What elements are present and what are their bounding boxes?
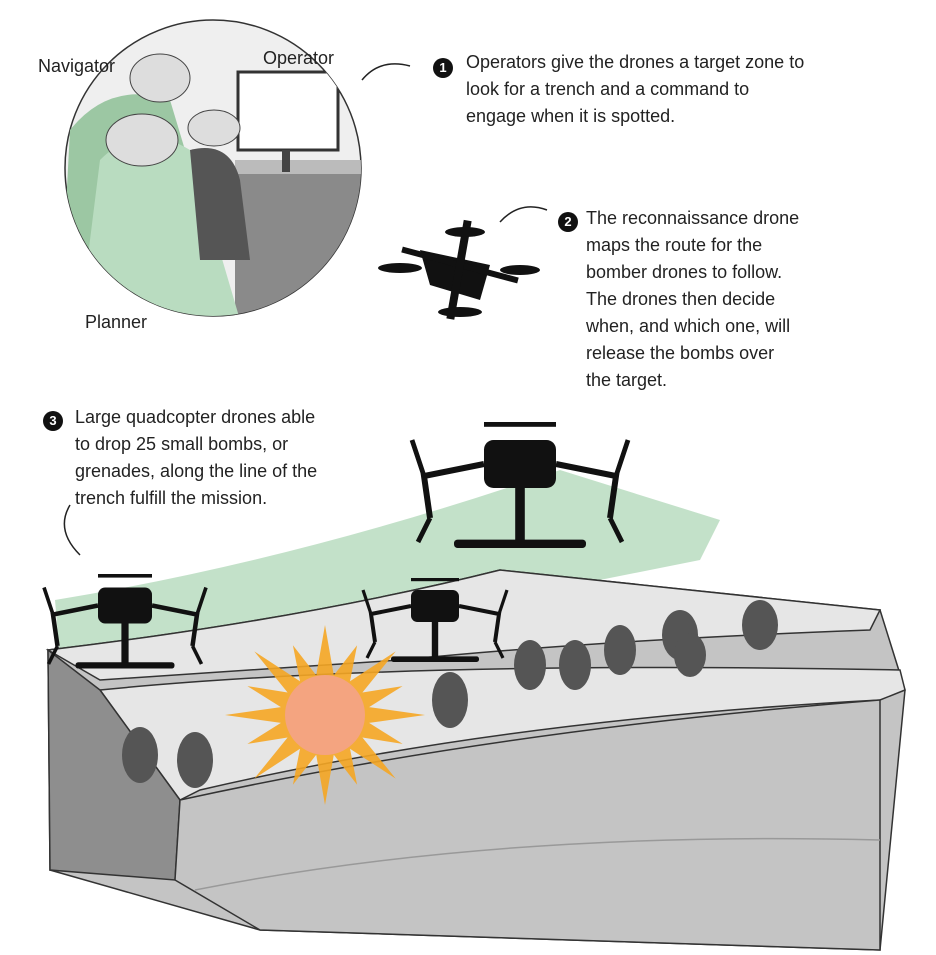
step-2-caption: The reconnaissance drone maps the route … xyxy=(586,208,800,390)
step-3-badge: 3 xyxy=(43,411,63,431)
label-operator: Operator xyxy=(263,48,335,68)
arrow-icon xyxy=(63,504,81,556)
label-planner: Planner xyxy=(85,312,148,332)
reconnaissance-drone-icon xyxy=(378,219,540,320)
bomber-drone-icon xyxy=(409,422,631,548)
step-3-caption: Large quadcopter drones able to drop 25 … xyxy=(75,407,318,508)
monitor xyxy=(236,70,340,152)
step-2-badge: 2 xyxy=(558,212,578,232)
bomber-drone-icon xyxy=(361,578,509,662)
soldiers xyxy=(122,600,778,788)
step-1-badge: 1 xyxy=(433,58,453,78)
operator-figure xyxy=(190,148,250,260)
arrow-icon xyxy=(361,63,411,81)
bomber-drone-icon xyxy=(42,574,208,669)
step-1-caption: Operators give the drones a target zone … xyxy=(466,52,805,126)
target-zone xyxy=(55,470,720,660)
explosion-icon xyxy=(225,625,425,805)
desk xyxy=(235,170,361,316)
arrow-icon xyxy=(499,206,548,223)
planner-figure xyxy=(80,137,240,316)
label-navigator: Navigator xyxy=(38,56,116,76)
